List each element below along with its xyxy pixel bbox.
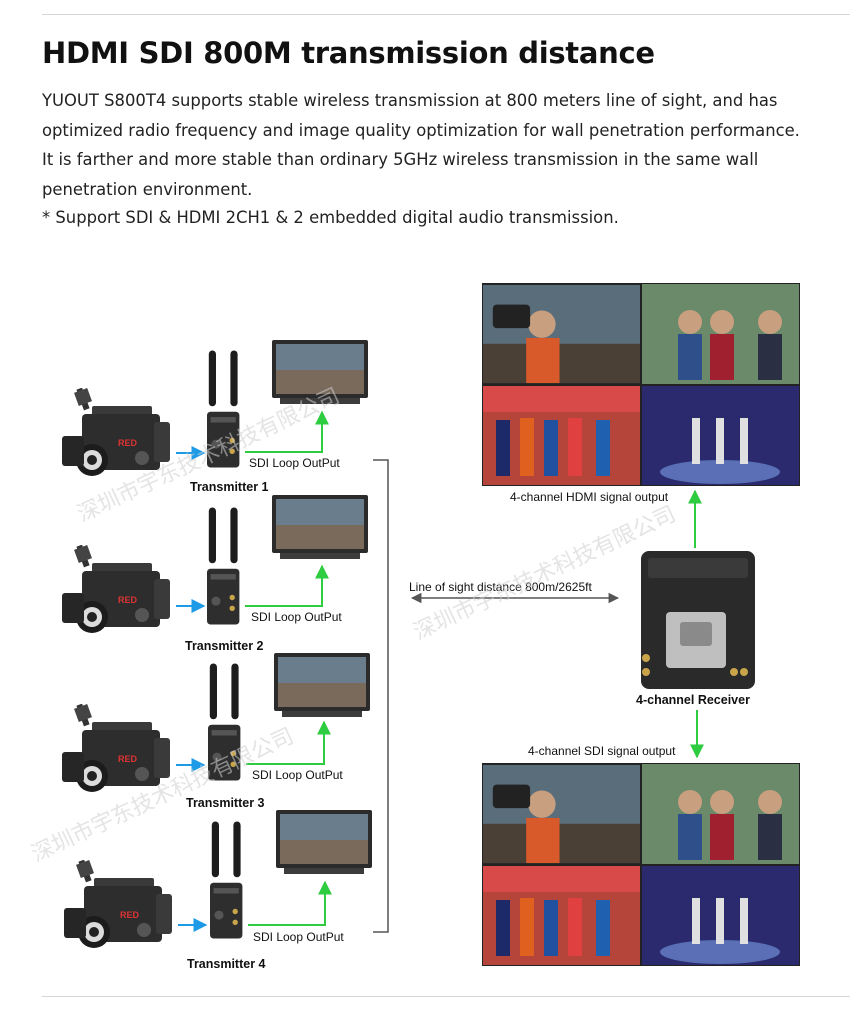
receiver-device xyxy=(641,551,755,689)
watermark-text: 深圳市宇东技术科技有限公司 xyxy=(410,502,680,646)
camera-icon xyxy=(62,545,170,633)
camera-icon xyxy=(62,704,170,792)
camera-icon xyxy=(64,860,172,948)
hdmi-output-label: 4-channel HDMI signal output xyxy=(510,490,669,504)
transmitter-row-3: SDI Loop OutPut Transmitter 3 xyxy=(62,653,370,810)
description-paragraph: YUOUT S800T4 supports stable wireless tr… xyxy=(42,91,800,199)
transmitter-icon xyxy=(210,821,243,939)
sdi-loop-label-4: SDI Loop OutPut xyxy=(253,930,344,944)
transmitter-label-2: Transmitter 2 xyxy=(185,639,264,653)
sdi-output-quad xyxy=(482,763,800,966)
transmitter-group-bracket xyxy=(373,459,389,933)
bottom-divider xyxy=(42,996,850,997)
top-divider xyxy=(42,14,850,15)
monitor-icon xyxy=(272,495,368,559)
transmitter-icon xyxy=(207,507,240,625)
receiver-label: 4-channel Receiver xyxy=(636,693,750,707)
transmitter-row-4: SDI Loop OutPut Transmitter 4 xyxy=(64,810,372,971)
audio-support-note: * Support SDI & HDMI 2CH1 & 2 embedded d… xyxy=(42,208,619,227)
transmitter-label-1: Transmitter 1 xyxy=(190,480,269,494)
camera-icon xyxy=(62,388,170,476)
monitor-icon xyxy=(274,653,370,717)
sdi-loop-label-3: SDI Loop OutPut xyxy=(252,768,343,782)
transmitter-label-4: Transmitter 4 xyxy=(187,957,266,971)
distance-label: Line of sight distance 800m/2625ft xyxy=(409,580,592,594)
sdi-loop-label-1: SDI Loop OutPut xyxy=(249,456,340,470)
hdmi-output-quad xyxy=(482,283,800,486)
page-title: HDMI SDI 800M transmission distance xyxy=(42,36,655,70)
sdi-loop-label-2: SDI Loop OutPut xyxy=(251,610,342,624)
transmitter-label-3: Transmitter 3 xyxy=(186,796,265,810)
monitor-icon xyxy=(276,810,372,874)
transmitter-row-2: SDI Loop OutPut Transmitter 2 xyxy=(62,495,368,653)
transmitter-row-1: SDI Loop OutPut Transmitter 1 xyxy=(62,340,368,494)
sdi-output-label: 4-channel SDI signal output xyxy=(528,744,676,758)
